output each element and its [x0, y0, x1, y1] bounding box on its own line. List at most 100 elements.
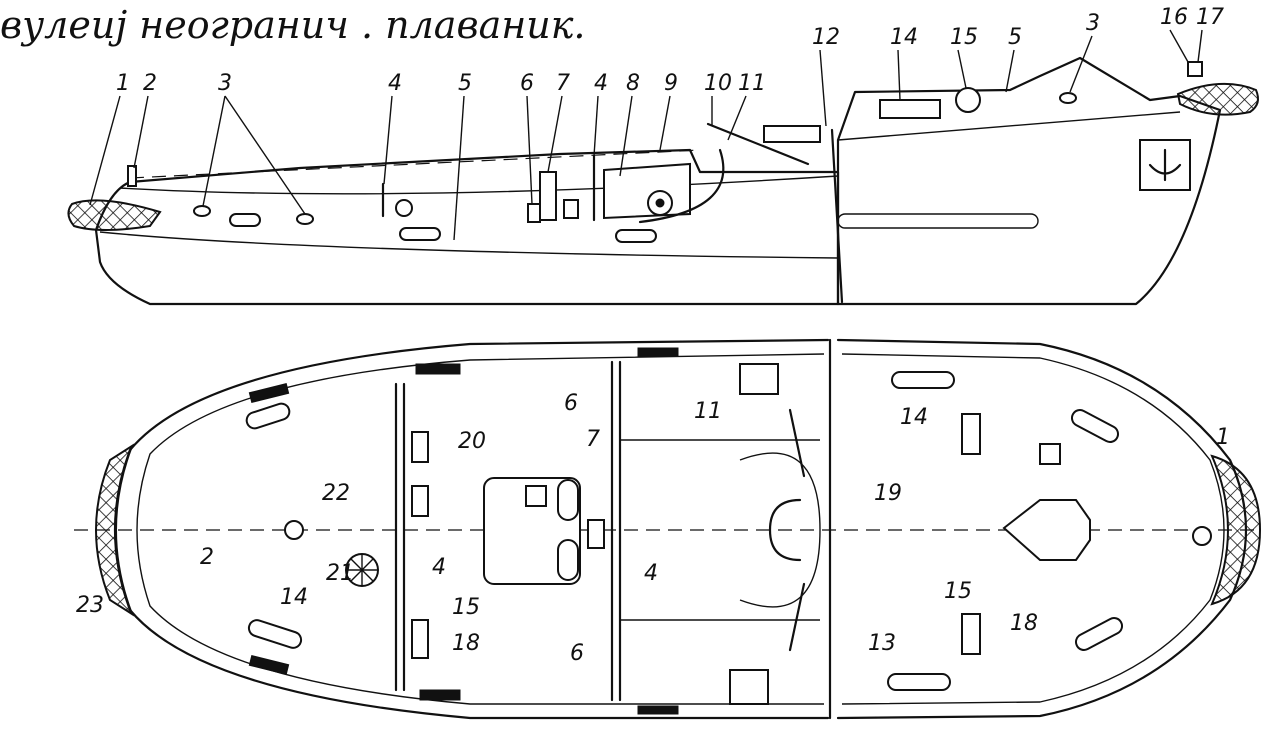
- bitt-pair: [557, 539, 579, 581]
- fairlead: [1070, 409, 1120, 443]
- callout-label: 6: [520, 71, 534, 96]
- callout-label: 9: [664, 71, 678, 96]
- bitt: [539, 171, 557, 221]
- sheer-dashed-line: [129, 149, 701, 179]
- aft-bulwark-line: [119, 175, 839, 195]
- strake-marks: [248, 347, 679, 715]
- towing-hook: [706, 122, 810, 166]
- callout-label: 2: [143, 71, 157, 96]
- callout-label: 8: [626, 71, 640, 96]
- handwritten-heading: вулеиј неогранич . плаваник.: [0, 3, 586, 47]
- wheel-spokes: [346, 554, 378, 586]
- tow-rail: [788, 408, 806, 478]
- rubbing-strake: [837, 213, 1039, 229]
- bollard: [127, 165, 137, 187]
- bitt: [563, 199, 579, 219]
- callout-label: 2: [200, 545, 214, 570]
- winch-hub: [655, 198, 665, 208]
- callout-label: 6: [564, 391, 578, 416]
- bow-bollard: [1192, 526, 1212, 546]
- callout-label: 15: [944, 579, 972, 604]
- engine-casing: [483, 477, 581, 585]
- aft-inner-bulwark: [136, 353, 825, 705]
- fairlead: [1074, 617, 1124, 651]
- ladders: [411, 363, 981, 705]
- bitt: [527, 203, 541, 223]
- callout-label: 4: [644, 561, 658, 586]
- callout-label: 14: [280, 585, 308, 610]
- callout-label: 6: [570, 641, 584, 666]
- towing-arc: [739, 452, 821, 608]
- callout-label: 5: [1008, 25, 1022, 50]
- callout-label: 4: [432, 555, 446, 580]
- aft-hull-plan: [113, 338, 830, 720]
- porthole: [1059, 92, 1077, 104]
- callout-label: 14: [890, 25, 918, 50]
- fairlead: [245, 402, 291, 430]
- plan-view: [74, 338, 1262, 720]
- aft-fender: [67, 199, 162, 231]
- hatch-fore: [1039, 443, 1061, 465]
- skylight: [525, 485, 547, 507]
- callout-label: 5: [458, 71, 472, 96]
- fairlead: [615, 229, 657, 243]
- cleat: [395, 199, 413, 217]
- callout-label: 12: [812, 25, 840, 50]
- view-split-line: [830, 128, 844, 304]
- side-view-callouts: 1 2 3 4 5 6 7 4 8 9 10 11 12 14 15 5 3 1…: [89, 5, 1224, 241]
- ladder: [411, 431, 429, 463]
- towing-arch: [638, 148, 725, 224]
- callout-label: 23: [76, 593, 104, 618]
- aft-fender-plan: [95, 443, 135, 617]
- callout-label: 4: [594, 71, 608, 96]
- windlass-plan: [1002, 499, 1091, 561]
- callout-label: 3: [1086, 11, 1100, 36]
- callout-label: 10: [704, 71, 732, 96]
- ladder: [411, 619, 429, 659]
- callout-label: 19: [874, 481, 902, 506]
- fore-hull-outline: [836, 56, 1222, 306]
- fairlead: [247, 619, 303, 649]
- porthole: [296, 213, 314, 225]
- fairlead: [229, 213, 261, 227]
- bow-fender-plan: [1210, 454, 1262, 606]
- hatch: [587, 519, 605, 549]
- aft-hull-outline: [94, 148, 840, 306]
- leader-lines: [89, 29, 1203, 241]
- callout-label: 11: [738, 71, 766, 96]
- capstan: [955, 87, 981, 113]
- callout-label: 11: [694, 399, 722, 424]
- callout-label: 7: [556, 71, 570, 96]
- callout-label: 22: [322, 481, 350, 506]
- callout-label: 3: [218, 71, 232, 96]
- windlass: [879, 99, 941, 119]
- callout-label: 20: [458, 429, 486, 454]
- callout-label: 16: [1160, 5, 1188, 30]
- callout-label: 1: [116, 71, 130, 96]
- fore-deck-line: [837, 111, 1181, 141]
- bitt-pair: [557, 479, 579, 521]
- callout-label: 18: [1010, 611, 1038, 636]
- bow-fender: [1176, 82, 1259, 116]
- fairleads-plan: [245, 371, 1124, 691]
- callout-label: 15: [950, 25, 978, 50]
- ladder: [411, 485, 429, 517]
- callout-label: 15: [452, 595, 480, 620]
- callout-label: 21: [326, 561, 354, 586]
- fairlead: [887, 673, 951, 691]
- deckhouse: [763, 125, 821, 143]
- callout-label: 7: [586, 427, 600, 452]
- aft-deck-line: [99, 231, 839, 259]
- towing-hook-plan: [768, 498, 802, 562]
- callout-label: 18: [452, 631, 480, 656]
- mast-step: [284, 520, 304, 540]
- towing-winch: [603, 162, 691, 220]
- callout-label: 14: [900, 405, 928, 430]
- ladder: [961, 613, 981, 655]
- mast-fitting: [1187, 61, 1203, 77]
- ladder: [739, 363, 779, 395]
- callout-label: 13: [868, 631, 896, 656]
- ladder: [729, 669, 769, 705]
- anchor-icon: [1148, 148, 1182, 182]
